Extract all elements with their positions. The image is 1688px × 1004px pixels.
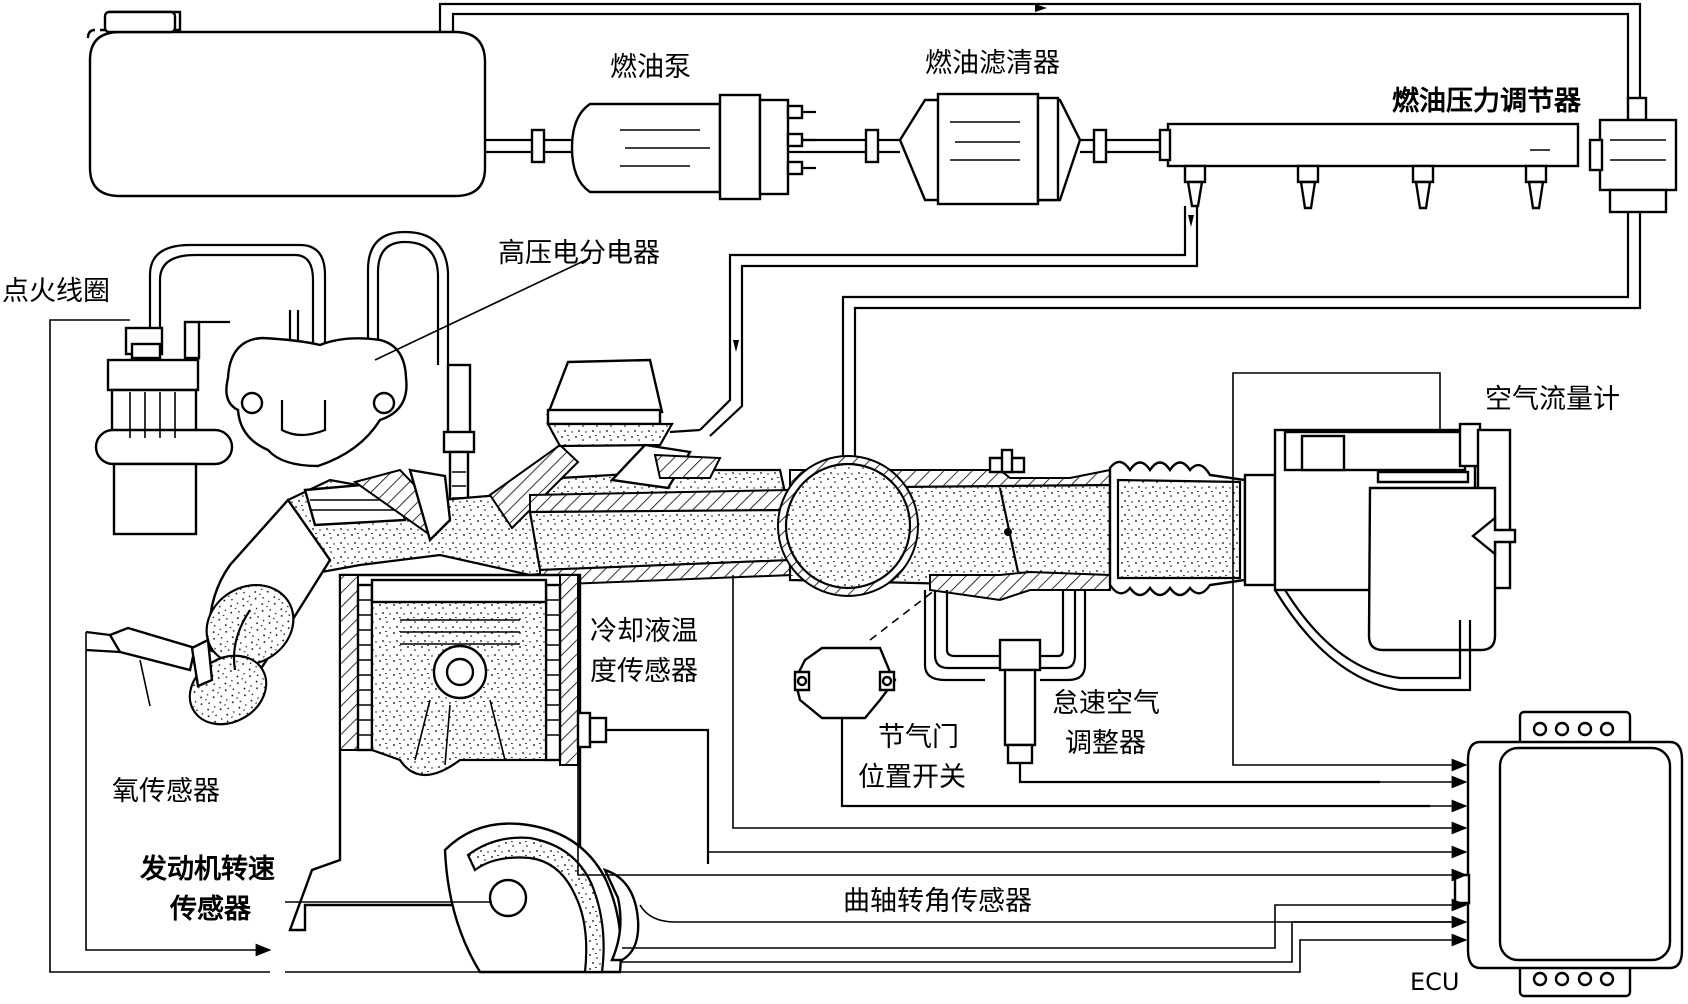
ht-leads (148, 230, 450, 385)
label-engine-speed-sensor-1: 发动机转速 (139, 853, 275, 885)
crankshaft-pulley (443, 822, 640, 974)
ecu-box (1453, 710, 1684, 998)
label-ignition-coil: 点火线圈 (2, 276, 110, 307)
ignition-coil (94, 320, 234, 536)
exhaust-manifold (188, 498, 332, 726)
fuel-pump (570, 93, 816, 201)
fuel-rail (1158, 122, 1580, 210)
coolant-temp-sensor (576, 711, 710, 864)
fuel-filter (898, 92, 1082, 206)
label-ecu: ECU (1410, 968, 1460, 996)
left-harness (49, 319, 272, 973)
fuel-return-line (438, 2, 1642, 100)
fuel-supply-line (485, 128, 1170, 164)
label-coolant-temp-sensor-2: 度传感器 (590, 656, 698, 687)
label-idle-air-2: 调整器 (1065, 728, 1146, 759)
fuel-tank (86, 10, 487, 198)
afm-signal-wire (1232, 372, 1441, 766)
label-fuel-pump: 燃油泵 (610, 52, 691, 83)
oxygen-sensor (85, 626, 214, 688)
label-idle-air-1: 怠速空气 (1052, 688, 1160, 719)
label-fuel-pressure-regulator: 燃油压力调节器 (1392, 86, 1582, 117)
spark-plug (442, 363, 476, 510)
cold-start-injector (546, 358, 722, 490)
label-throttle-switch-1: 节气门 (878, 722, 959, 753)
label-crank-angle-sensor: 曲轴转角传感器 (843, 886, 1032, 917)
label-engine-speed-sensor-2: 传感器 (169, 893, 252, 925)
leader-lines (139, 257, 591, 903)
idle-air-adjuster (923, 590, 1380, 784)
label-coolant-temp-sensor-1: 冷却液温 (590, 616, 698, 647)
label-oxygen-sensor: 氧传感器 (112, 776, 220, 807)
vacuum-line (841, 212, 1642, 470)
plenum-chamber (777, 455, 919, 597)
intake-manifold (528, 488, 794, 587)
fuel-pressure-regulator (1588, 96, 1678, 214)
label-distributor: 高压电分电器 (498, 238, 660, 269)
distributor (225, 336, 408, 468)
label-throttle-switch-2: 位置开关 (858, 762, 966, 793)
intake-bellows (1108, 460, 1247, 597)
ecu-signal-wires (285, 575, 1468, 973)
air-flow-meter (1243, 422, 1517, 692)
label-air-flow-meter: 空气流量计 (1485, 384, 1620, 415)
label-fuel-filter: 燃油滤清器 (925, 48, 1060, 79)
throttle-position-switch (793, 589, 1430, 808)
cold-start-line (699, 206, 1199, 437)
